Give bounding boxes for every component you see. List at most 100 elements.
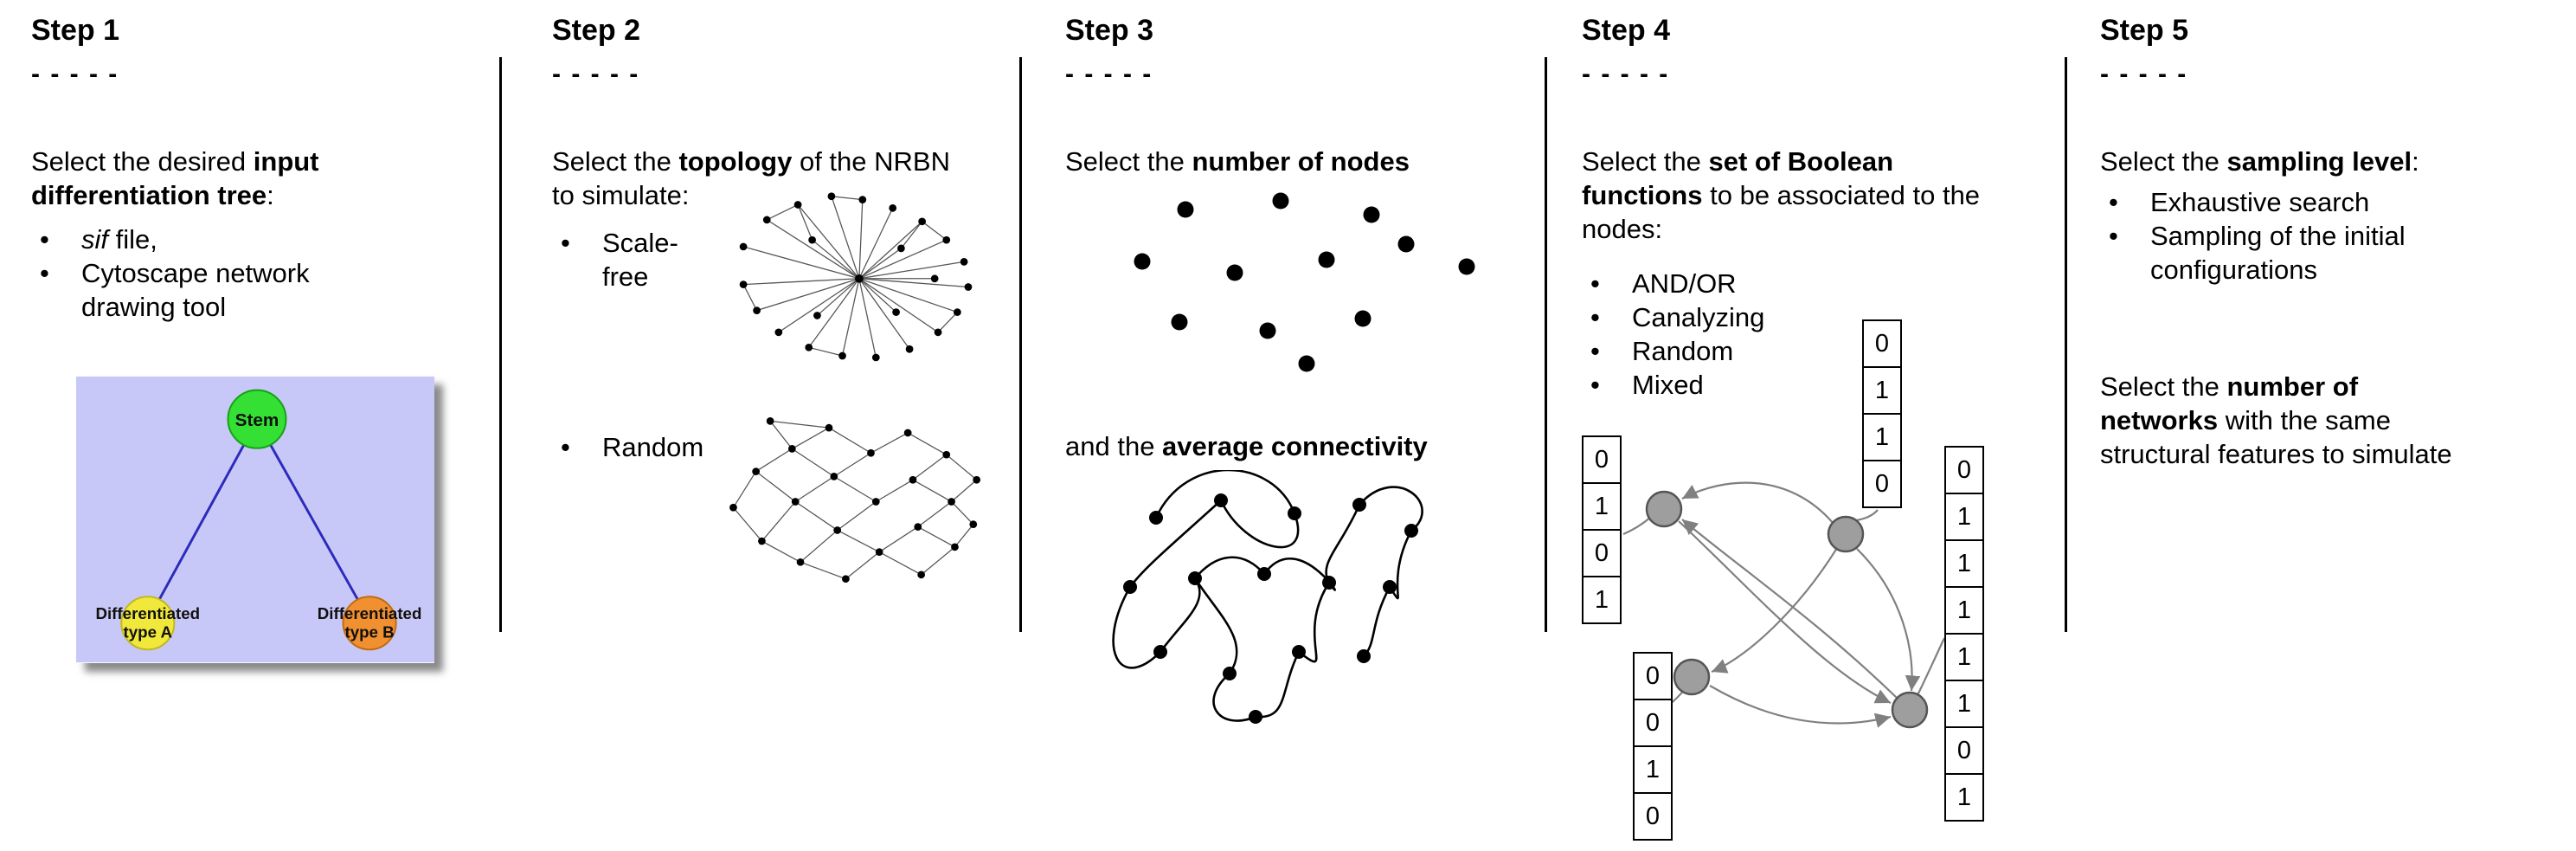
step-3-title: Step 3 [1065,14,1154,47]
truth-table-cell: 1 [1944,586,1984,635]
bullet-item-sif-file: • sif file, [31,222,379,256]
bullet-item-scale-free: • Scale-free [552,226,718,293]
step-3-dashed-separator: - - - - - [1065,59,1153,88]
truth-table-cell: 1 [1582,482,1622,531]
bullet-marker: • [1590,268,1600,299]
tree-edge-a [146,420,259,622]
differentiation-tree-figure: Stem Differentiated type A Differentiate… [76,376,434,663]
bullet-marker: • [1590,369,1600,400]
step-1-dashed-separator: - - - - - [31,59,119,88]
intro-text: : [2412,145,2419,177]
type-b-label-line2: type B [344,622,394,641]
truth-table-cell: 1 [1944,633,1984,681]
step-5-intro: Select the sampling level: [2100,145,2562,178]
text: with the same [2218,404,2391,435]
edge-n2-n1 [1681,481,1834,525]
truth-table-cell: 1 [1944,539,1984,588]
bullet-text: Cytoscape network drawing tool [81,257,310,322]
intro-text: : [267,179,274,210]
tree-edge-b [255,420,371,622]
truth-table-top: 0 1 1 0 [1862,319,1902,508]
step-5-column: Step 5 - - - - - Select the sampling lev… [2067,0,2576,851]
column-divider [1019,57,1022,632]
intro-text: Select the [1582,145,1709,177]
bullet-marker: • [40,223,49,255]
edge-n4-n1 [1681,519,1898,699]
step-2-dashed-separator: - - - - - [552,59,640,88]
differentiated-type-a-node [120,596,176,651]
truth-table-left: 0 1 0 1 [1582,435,1622,624]
step-1-column: Step 1 - - - - - Select the desired inpu… [0,0,499,851]
bold-text: number of [2226,371,2359,402]
intro-text: Select the [2100,145,2227,177]
step-1-bullet-list: • sif file, • Cytoscape network drawing … [31,222,379,324]
intro-text: Select the desired [31,145,254,177]
step-2-title: Step 2 [552,14,641,47]
truth-table-bottom-left: 0 0 1 0 [1633,652,1673,841]
bullet-marker: • [561,227,570,258]
bullet-item-and-or: •AND/OR [1582,267,2065,300]
bullet-marker: • [40,257,49,288]
truth-table-cell: 1 [1944,493,1984,541]
network-node-2 [1827,515,1865,553]
network-node-3 [1673,658,1711,696]
step-3-line2: and the average connectivity [1065,429,1545,463]
truth-table-cell: 0 [1944,446,1984,494]
intro-bold-text: input differentiation tree [31,145,319,210]
truth-table-cell: 1 [1862,413,1902,461]
step-4-column: Step 4 - - - - - Select the set of Boole… [1547,0,2065,851]
step-5-title: Step 5 [2100,14,2189,47]
sif-rest: file, [108,223,157,255]
step-5-dashed-separator: - - - - - [2100,59,2188,88]
bullet-marker: • [1590,301,1600,332]
truth-table-cell: 1 [1862,366,1902,415]
type-a-label-line1: Differentiated [95,604,200,622]
intro-bold-text: number of nodes [1192,145,1410,177]
step-1-intro: Select the desired input differentiation… [31,145,429,212]
random-row: • Random [552,416,1019,600]
edge-n2-n4 [1856,548,1921,692]
boolean-network-svg [1622,481,1945,729]
type-a-label-line2: type A [124,622,173,641]
truth-table-cell: 0 [1633,699,1673,747]
type-b-label-line1: Differentiated [318,604,422,622]
stem-node-label: Stem [235,410,279,430]
bullet-item-random-fn: •Random [1582,334,2065,368]
column-divider [1545,57,1547,632]
boolean-network-graphic: 0 1 1 0 0 1 0 1 0 0 1 0 0 1 1 1 [1582,307,2019,848]
bullet-text: Canalyzing [1632,301,1765,332]
step-5-bullet-list: •Exhaustive search • Sampling of the init… [2100,185,2562,287]
column-divider [2065,57,2067,632]
link-left-table-n1 [1622,516,1652,536]
network-node-1 [1645,490,1683,528]
truth-table-cell: 1 [1582,576,1622,624]
bullet-item-canalyzing: • Canalyzing [1582,300,2065,334]
intro-text: to be associated to the nodes: [1582,179,1981,244]
edge-n1-n4 [1678,520,1892,704]
bullet-item-exhaustive: •Exhaustive search [2100,185,2562,219]
random-network-graphic [729,416,981,583]
step-2-column: Step 2 - - - - - Select the topology of … [502,0,1019,851]
scale-free-network-graphic [739,192,973,362]
truth-table-cell: 1 [1633,745,1673,794]
truth-table-cell: 0 [1633,652,1673,700]
truth-table-cell: 0 [1633,792,1673,841]
bullet-marker: • [2109,220,2118,251]
connectivity-network-graphic [1112,469,1423,724]
bullet-text: Exhaustive search [2150,186,2370,217]
truth-table-cell: 0 [1582,435,1622,484]
step-4-intro: Select the set of Boolean functions to b… [1582,145,1988,246]
intro-bold-text: average connectivity [1162,430,1428,461]
bullet-item-mixed: •Mixed [1582,368,2065,402]
intro-bold-text: set of Boolean functions [1582,145,1894,210]
step-3-line1: Select the number of nodes [1065,145,1545,178]
bold-text: networks [2100,404,2219,435]
bullet-item-random: • Random [552,430,718,464]
truth-table-cell: 0 [1944,726,1984,775]
step-4-dashed-separator: - - - - - [1582,59,1670,88]
network-node-4 [1891,691,1929,729]
column-divider [499,57,502,632]
bullet-item-sampling: • Sampling of the initial configurations [2100,219,2562,287]
bullet-text: Sampling of the initial configurations [2150,220,2406,285]
